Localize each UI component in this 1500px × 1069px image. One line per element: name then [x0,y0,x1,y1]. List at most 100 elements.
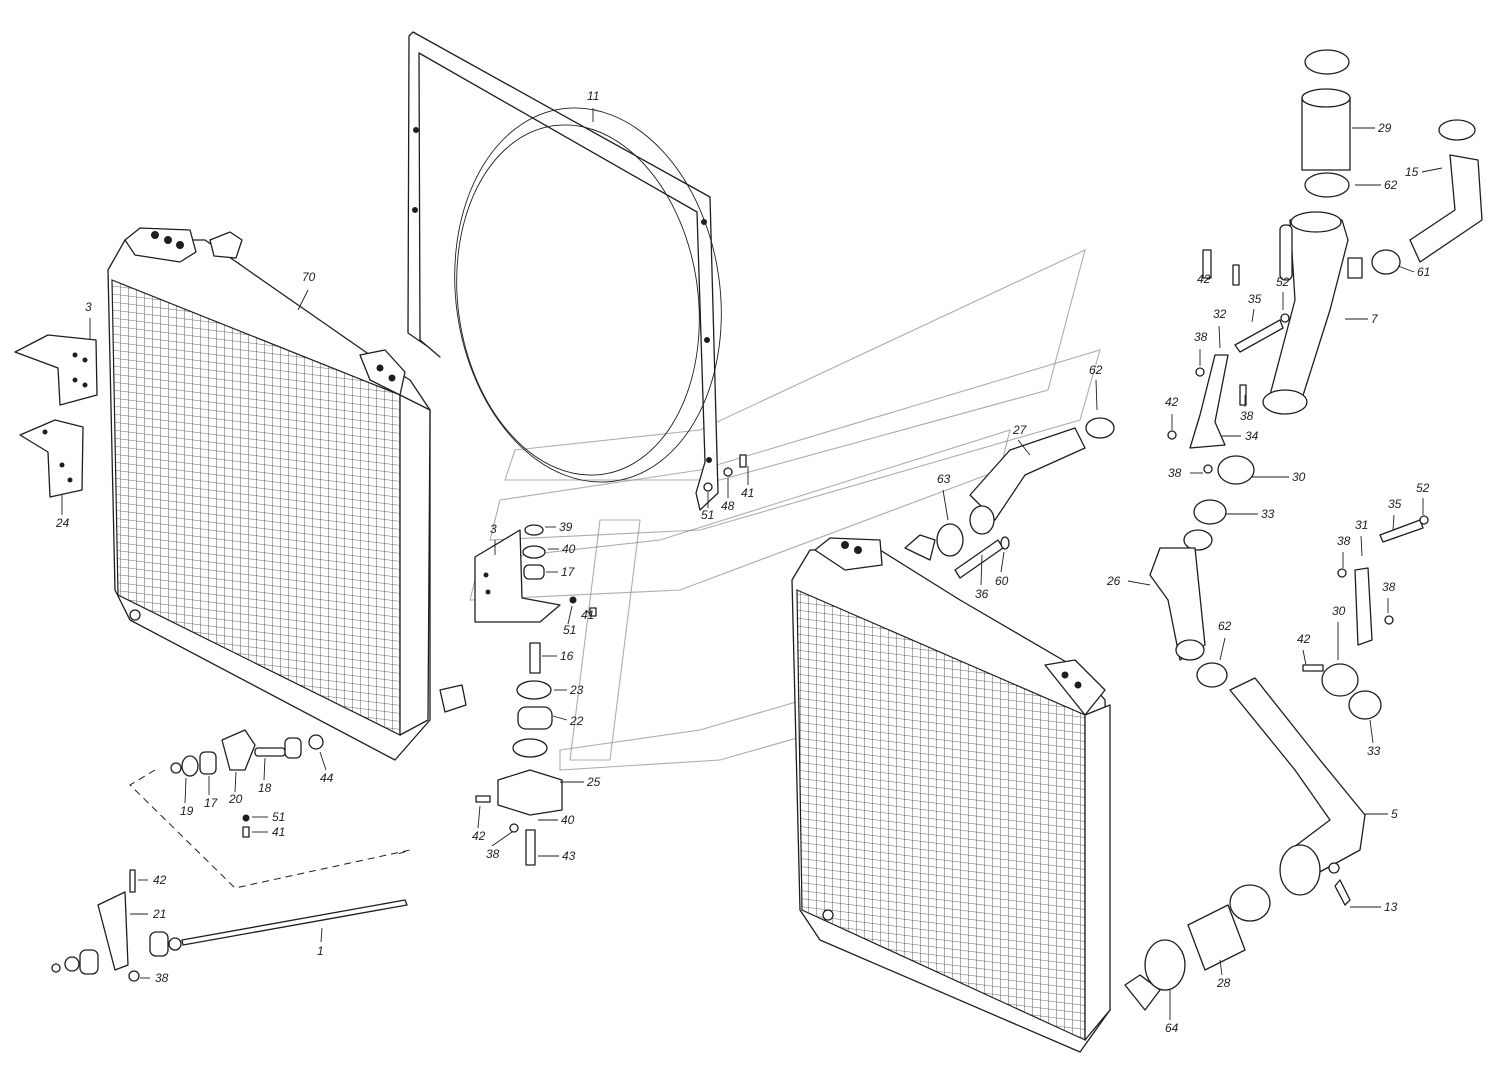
fan-shroud [407,31,722,511]
part-label-p24: 24 [55,516,70,530]
part-label-p62a: 62 [1089,363,1103,377]
part-label-p20: 20 [228,792,243,806]
part-label-p61: 61 [1417,265,1430,279]
part-label-p19: 19 [180,804,194,818]
part-label-p17b: 17 [561,565,576,579]
leader-line-p35b [1392,514,1395,531]
part-label-p40b: 40 [561,813,575,827]
leader-line-p38b [491,831,513,847]
part-label-p60: 60 [995,574,1009,588]
part-label-p30b: 30 [1332,604,1346,618]
leader-line-p18 [263,757,266,781]
tie-rod [51,869,408,982]
part-label-p51a: 51 [272,810,285,824]
part-label-p29: 29 [1377,121,1392,135]
part-label-p18: 18 [258,781,272,795]
hose-27 [969,427,1086,521]
part-label-p39: 39 [559,520,573,534]
part-label-p35b: 35 [1388,497,1402,511]
part-label-p23: 23 [569,683,584,697]
part-label-p42c: 42 [1197,272,1211,286]
part-label-p48: 48 [721,499,735,513]
leader-line-p41b [585,609,591,615]
part-label-p3b: 3 [490,522,497,536]
part-label-p40a: 40 [562,542,576,556]
part-label-p52b: 52 [1416,481,1430,495]
part-label-p1: 1 [317,944,324,958]
part-label-p31: 31 [1355,518,1368,532]
sleeve-29 [1301,49,1351,198]
radiator-right [791,534,1161,1053]
part-label-p34: 34 [1245,429,1259,443]
part-label-p38c: 38 [1194,330,1208,344]
part-label-p38d: 38 [1240,409,1254,423]
part-label-p27: 27 [1012,423,1028,437]
leader-line-p19 [184,777,187,804]
leader-line-p33b [1369,719,1374,744]
part-label-p42b: 42 [472,829,486,843]
clamps-30-33-right [1321,663,1382,720]
leader-line-p31 [1360,535,1363,557]
part-label-p38g: 38 [1382,580,1396,594]
part-label-p41b: 41 [581,608,594,622]
part-label-p15: 15 [1405,165,1419,179]
part-label-p22: 22 [569,714,584,728]
part-label-p41c: 41 [741,486,754,500]
part-label-p11: 11 [587,89,599,103]
leader-line-p1 [320,927,323,943]
part-label-p5: 5 [1391,807,1398,821]
bracket-24 [19,419,84,498]
part-label-p44: 44 [320,771,334,785]
part-label-p52a: 52 [1276,275,1290,289]
part-label-p43: 43 [562,849,576,863]
leader-line-p44 [319,751,327,771]
sleeve-28 [1144,884,1271,991]
part-label-p28: 28 [1216,976,1231,990]
clamp-62-mid [1196,662,1228,688]
hose-15 [1371,119,1483,275]
leader-line-p35a [1251,308,1255,323]
part-label-p21: 21 [152,907,166,921]
bracket-31 [1302,515,1429,672]
part-label-p26: 26 [1106,574,1121,588]
leader-line-p63 [942,489,949,521]
leader-line-p27 [1017,439,1031,456]
leader-line-p70 [297,289,309,311]
leader-line-p51b [567,605,573,625]
part-label-p36: 36 [975,587,989,601]
leader-line-p26 [1127,580,1151,586]
part-label-p38e: 38 [1168,466,1182,480]
part-label-p3a: 3 [85,300,92,314]
part-label-p32: 32 [1213,307,1227,321]
leader-line-p32 [1218,325,1221,349]
part-label-p51c: 51 [701,508,714,522]
leader-line-p42e [1302,649,1307,666]
part-label-p42a: 42 [153,873,167,887]
radiator-left [107,227,467,761]
hardware-bolts [475,249,1247,833]
leader-line-p61 [1397,265,1415,273]
leader-line-p20 [234,771,237,793]
part-label-p41a: 41 [272,825,285,839]
part-label-p63: 63 [937,472,951,486]
part-label-p42e: 42 [1297,632,1311,646]
bracket-3-left [14,334,98,406]
leader-line-p62a [1095,379,1098,411]
part-label-p33b: 33 [1367,744,1381,758]
leader-line-p15 [1421,167,1443,173]
part-label-p38a: 38 [155,971,169,985]
clamp-63 [936,505,995,557]
part-label-p35a: 35 [1248,292,1262,306]
part-label-p17a: 17 [204,796,219,810]
part-label-p16: 16 [560,649,574,663]
leader-line-p36 [980,554,983,586]
part-label-p42d: 42 [1165,395,1179,409]
clamps-30-33 [1183,455,1255,551]
leader-line-p22 [552,715,568,721]
hose-5 [1229,677,1366,906]
part-label-p38f: 38 [1337,534,1351,548]
lower-mount-parts [129,729,411,889]
part-label-p7: 7 [1371,312,1379,326]
leader-line-p42b [477,805,481,829]
